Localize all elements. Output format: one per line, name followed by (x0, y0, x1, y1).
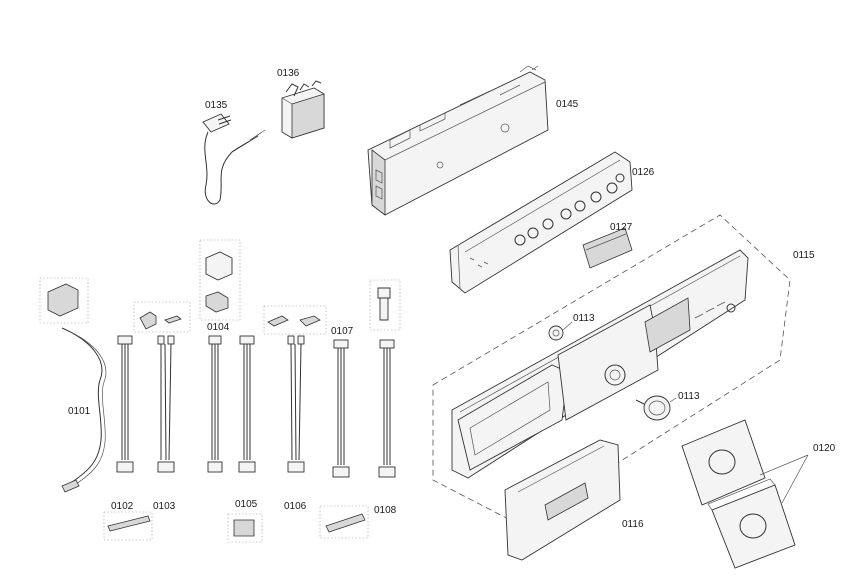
label-0104: 0104 (207, 322, 230, 333)
panel-group-outline (432, 214, 791, 526)
harness-0104[interactable] (199, 239, 241, 473)
control-panel-0115[interactable] (451, 249, 749, 479)
harness-0105[interactable] (227, 335, 263, 543)
label-0113-top: 0113 (573, 313, 595, 324)
leader-0120 (759, 454, 809, 504)
label-0106: 0106 (284, 501, 307, 512)
label-0135: 0135 (205, 100, 228, 111)
knob-0113-right[interactable] (635, 395, 677, 421)
harness-0107[interactable] (319, 339, 369, 539)
harness-0103[interactable] (157, 335, 175, 473)
harness-0106[interactable] (263, 305, 327, 473)
label-0145: 0145 (556, 99, 579, 110)
label-0108: 0108 (374, 505, 397, 516)
power-cord-0135[interactable] (202, 113, 266, 205)
display-module-0127[interactable] (582, 227, 633, 269)
label-0116: 0116 (622, 519, 644, 530)
wiring-harness-0101[interactable] (39, 277, 107, 493)
label-0115: 0115 (793, 250, 815, 261)
knob-0113-top[interactable] (548, 321, 573, 341)
label-0113-right: 0113 (678, 391, 700, 402)
label-0120: 0120 (813, 443, 836, 454)
harness-0108[interactable] (369, 279, 401, 478)
decor-panel-0120-lower[interactable] (707, 478, 796, 569)
label-0105: 0105 (235, 499, 258, 510)
interference-filter-0136[interactable] (281, 80, 325, 139)
label-0127: 0127 (610, 222, 633, 233)
decor-panel-0120-upper[interactable] (681, 419, 766, 506)
label-0101: 0101 (68, 406, 91, 417)
drawer-handle-0116[interactable] (504, 439, 621, 561)
control-board-0126[interactable] (449, 151, 633, 294)
harness-0102[interactable] (103, 301, 191, 541)
label-0126: 0126 (632, 167, 655, 178)
label-0103: 0103 (153, 501, 176, 512)
label-0136: 0136 (277, 68, 300, 79)
label-0102: 0102 (111, 501, 134, 512)
label-0107: 0107 (331, 326, 354, 337)
control-module-0145[interactable] (367, 65, 549, 216)
